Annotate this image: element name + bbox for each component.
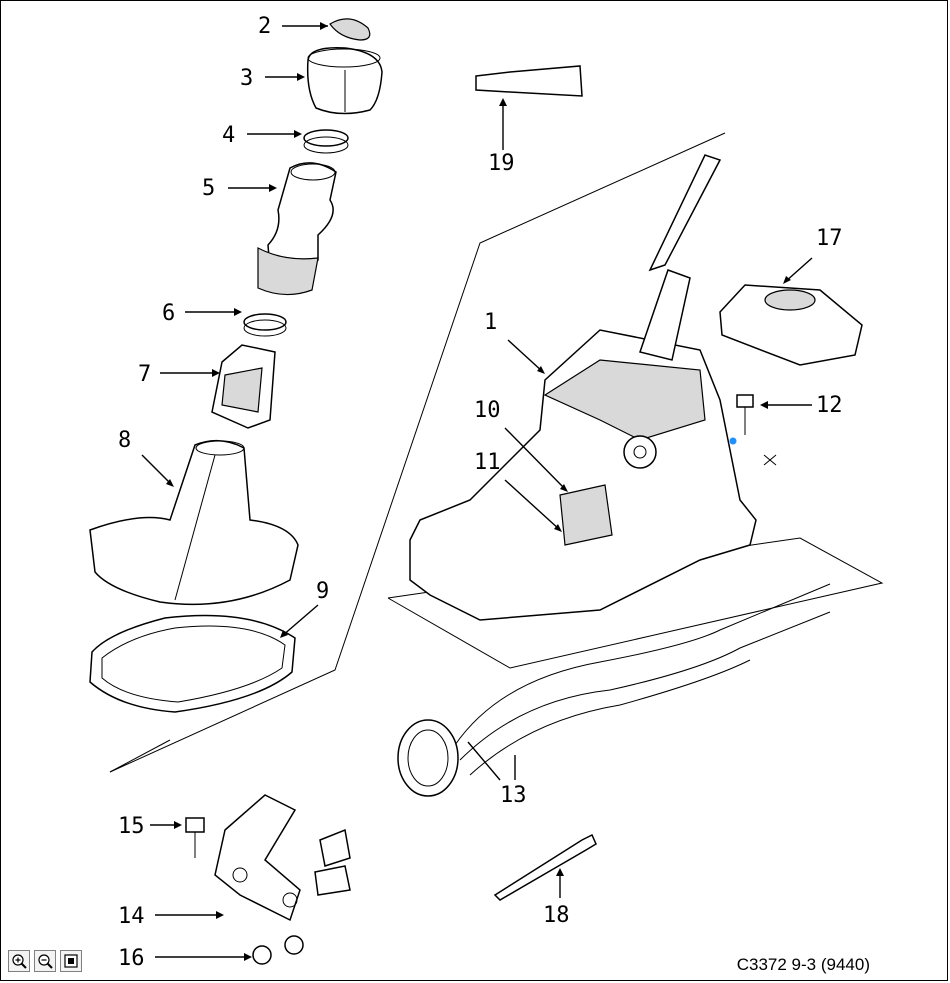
part-bolt-15 bbox=[185, 817, 205, 833]
fit-page-button[interactable] bbox=[60, 950, 82, 972]
part-bracket bbox=[214, 794, 301, 922]
part-ring-upper bbox=[303, 129, 349, 147]
callout-3[interactable]: 3 bbox=[240, 66, 253, 91]
fit-page-icon bbox=[64, 954, 78, 968]
callout-6[interactable]: 6 bbox=[162, 301, 175, 326]
callout-18[interactable]: 18 bbox=[543, 903, 570, 928]
callout-12[interactable]: 12 bbox=[816, 393, 843, 418]
part-shift-cables bbox=[454, 583, 831, 746]
diagram-caption: C3372 9-3 (9440) bbox=[736, 955, 870, 974]
callout-1[interactable]: 1 bbox=[484, 310, 497, 335]
callout-8[interactable]: 8 bbox=[118, 428, 131, 453]
callout-11[interactable]: 11 bbox=[474, 450, 501, 475]
part-bolt-12 bbox=[736, 394, 754, 408]
blue-marker-dot bbox=[729, 437, 737, 445]
part-nut-16 bbox=[252, 945, 272, 965]
part-boot-frame bbox=[89, 614, 296, 713]
zoom-toolbar bbox=[8, 950, 82, 972]
base-frame-outline bbox=[109, 132, 726, 773]
part-shift-boot bbox=[89, 439, 299, 606]
part-shift-lever bbox=[648, 154, 722, 272]
zoom-out-icon bbox=[38, 954, 53, 969]
callout-17[interactable]: 17 bbox=[816, 226, 843, 251]
callout-7[interactable]: 7 bbox=[138, 362, 151, 387]
part-cable-tie bbox=[493, 833, 597, 901]
part-cap bbox=[329, 18, 371, 41]
zoom-out-button[interactable] bbox=[34, 950, 56, 972]
part-grease-tube bbox=[475, 65, 583, 97]
callout-5[interactable]: 5 bbox=[202, 176, 215, 201]
zoom-in-button[interactable] bbox=[8, 950, 30, 972]
callout-10[interactable]: 10 bbox=[474, 398, 501, 423]
part-cable-grommet bbox=[397, 719, 459, 797]
callout-16[interactable]: 16 bbox=[118, 946, 145, 971]
callout-15[interactable]: 15 bbox=[118, 814, 145, 839]
zoom-in-icon bbox=[12, 954, 27, 969]
callout-4[interactable]: 4 bbox=[222, 123, 235, 148]
callout-19[interactable]: 19 bbox=[488, 151, 515, 176]
callout-13[interactable]: 13 bbox=[500, 783, 527, 808]
callout-9[interactable]: 9 bbox=[316, 579, 329, 604]
part-ring-lower bbox=[243, 313, 287, 331]
base-frame-edge bbox=[109, 739, 171, 773]
callout-2[interactable]: 2 bbox=[258, 14, 271, 39]
callout-14[interactable]: 14 bbox=[118, 904, 145, 929]
part-control-module bbox=[719, 284, 863, 366]
